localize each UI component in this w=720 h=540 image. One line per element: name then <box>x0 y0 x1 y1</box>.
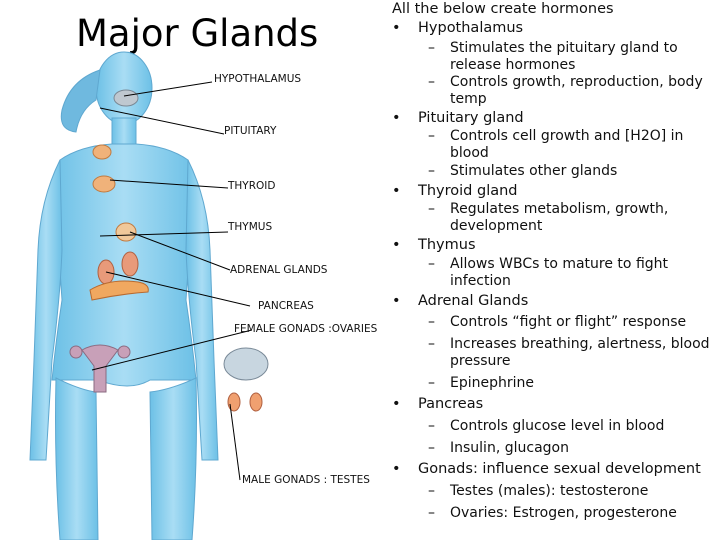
notes-intro: All the below create hormones <box>392 1 614 17</box>
label-adrenal: ADRENAL GLANDS <box>230 264 328 276</box>
gland-name: Pancreas <box>418 396 484 412</box>
bullet-icon: • <box>392 396 401 412</box>
page-title: Major Glands <box>76 12 319 55</box>
pancreas-icon <box>89 280 149 301</box>
bullet-icon: • <box>392 20 401 36</box>
gland-name: Gonads: influence sexual development <box>418 461 701 477</box>
label-pancreas: PANCREAS <box>258 300 314 312</box>
label-hypothalamus: HYPOTHALAMUS <box>214 73 302 85</box>
bullet-icon: • <box>392 183 401 199</box>
bullet-icon: • <box>392 461 401 477</box>
label-pituitary: PITUITARY <box>224 125 277 137</box>
label-female-gonads: FEMALE GONADS :OVARIES <box>234 323 378 335</box>
body-silhouette <box>29 51 219 540</box>
gland-name: Thyroid gland <box>418 183 518 199</box>
leader-lines <box>91 81 253 481</box>
bullet-icon: • <box>392 237 401 253</box>
pituitary-icon <box>92 144 112 160</box>
body-illustration <box>29 51 269 540</box>
testes-icon <box>223 347 269 412</box>
adrenal-right-icon <box>121 251 139 277</box>
gland-name: Pituitary gland <box>418 110 524 126</box>
label-thymus: THYMUS <box>228 221 273 233</box>
gland-name: Hypothalamus <box>418 20 524 36</box>
bullet-icon: • <box>392 293 401 309</box>
thymus-icon <box>115 222 137 242</box>
hypothalamus-icon <box>113 89 139 107</box>
label-thyroid: THYROID <box>228 180 276 192</box>
gland-name: Adrenal Glands <box>418 293 529 309</box>
gland-name: Thymus <box>418 237 476 253</box>
label-male-gonads: MALE GONADS : TESTES <box>242 474 370 486</box>
bullet-icon: • <box>392 110 401 126</box>
thyroid-icon <box>92 175 116 193</box>
